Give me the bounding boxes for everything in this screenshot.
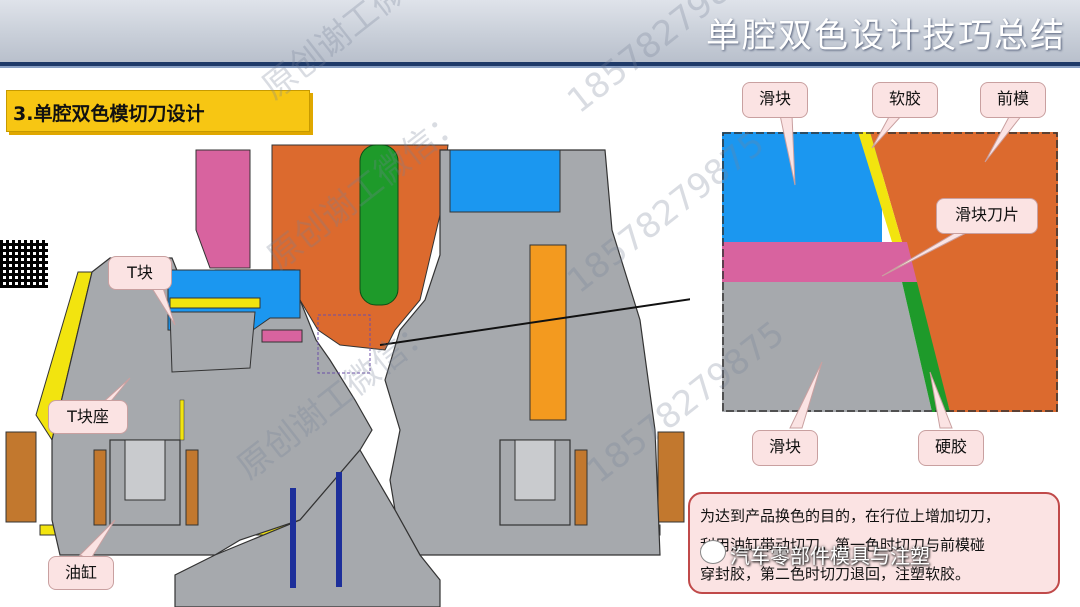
- pointer-t-block: [149, 284, 176, 326]
- detail-arrow: [379, 298, 690, 346]
- callout-soft-rubber: 软胶: [872, 82, 938, 118]
- note-line-2: 利用油缸带动切刀，第一色时切刀与前模碰: [700, 536, 986, 554]
- callout-t-block: T块: [108, 256, 172, 290]
- blue-top-right: [449, 149, 561, 213]
- pointer-slider-bottom: [789, 361, 823, 429]
- brown-side-right2: [574, 449, 588, 526]
- center-bottom-block: [174, 448, 441, 607]
- inset-blue-slider: [722, 132, 882, 242]
- blue-pin-1: [290, 488, 296, 588]
- pointer-hard-rubber: [929, 371, 953, 429]
- inset-slider-gray: [722, 282, 932, 412]
- orange-ejector-bar: [529, 244, 567, 421]
- qr-code-icon: [0, 240, 48, 288]
- pointer-front-mold: [984, 114, 1024, 163]
- slide-header: [0, 0, 1080, 62]
- pink-blade-left: [261, 329, 303, 343]
- green-core-pin: [359, 144, 399, 306]
- inset-border: [722, 132, 1058, 412]
- note-line-1: 为达到产品换色的目的，在行位上增加切刀，: [700, 507, 1001, 525]
- callout-t-block-seat: T块座: [48, 400, 128, 434]
- inset-blade-pink: [722, 242, 917, 282]
- oil-cylinder-left-core: [124, 439, 166, 501]
- note-line-3: 穿封胶，第二色时切刀退回，注塑软胶。: [700, 565, 971, 583]
- wechat-icon: [700, 540, 726, 564]
- oil-cylinder-right-core: [514, 439, 556, 501]
- header-rule: [0, 62, 1080, 66]
- callout-hard-rubber: 硬胶: [918, 430, 984, 466]
- section-title: 3.单腔双色模切刀设计: [13, 103, 205, 125]
- detail-marker-box: [317, 314, 371, 374]
- callout-oil-cylinder: 油缸: [48, 556, 114, 590]
- mold-section-drawing: [5, 144, 690, 607]
- header-rule-light: [0, 66, 1080, 68]
- yellow-pin: [179, 399, 185, 441]
- brand-watermark: 汽车零部件模具与注塑: [730, 544, 930, 568]
- brown-side-left: [93, 449, 107, 526]
- right-brown-block: [657, 431, 685, 523]
- left-brown-block: [5, 431, 37, 523]
- yellow-bar-left: [169, 297, 261, 309]
- pointer-slider-top: [779, 114, 796, 186]
- description-note: 为达到产品换色的目的，在行位上增加切刀， 利用油缸带动切刀，第一色时切刀与前模碰…: [688, 492, 1060, 594]
- pink-top-plate: [195, 149, 251, 269]
- brown-side-right: [185, 449, 199, 526]
- pointer-slider-blade: [881, 229, 973, 277]
- pointer-soft-rubber: [871, 114, 904, 149]
- blue-pin-2: [336, 472, 342, 587]
- pointer-oil-cylinder: [79, 519, 116, 561]
- inset-hard-rubber: [902, 282, 950, 412]
- callout-slider-top: 滑块: [742, 82, 808, 118]
- inset-soft-rubber: [858, 132, 902, 242]
- callout-front-mold: 前模: [980, 82, 1046, 118]
- callout-slider-blade: 滑块刀片: [936, 198, 1038, 234]
- t-block: [169, 311, 256, 373]
- section-title-box: 3.单腔双色模切刀设计: [6, 90, 310, 132]
- callout-slider-bottom: 滑块: [752, 430, 818, 466]
- slide-title: 单腔双色设计技巧总结: [706, 16, 1066, 56]
